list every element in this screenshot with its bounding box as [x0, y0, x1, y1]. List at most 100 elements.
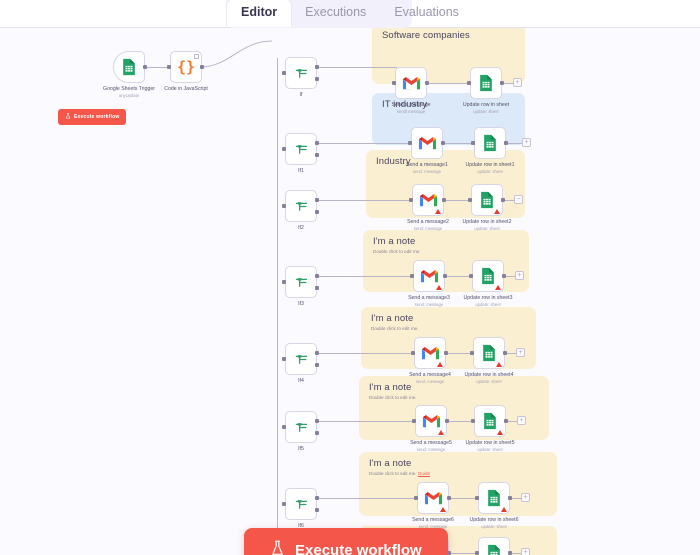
port-if-4-false[interactable]	[315, 363, 319, 367]
node-update-row-5[interactable]	[474, 405, 506, 437]
group-note-5[interactable]: I'm a note Double click to edit me.	[359, 376, 549, 440]
port-trigger-out[interactable]	[143, 65, 147, 69]
port-if-3-in[interactable]	[282, 280, 286, 284]
port-if-1-true[interactable]	[315, 141, 319, 145]
guide-link[interactable]: Guide	[417, 471, 431, 476]
add-node-button-7[interactable]: +	[521, 548, 530, 555]
add-node-button-6[interactable]: +	[521, 493, 530, 502]
node-send-a-message-5[interactable]	[415, 405, 447, 437]
node-if-1[interactable]	[285, 133, 317, 165]
execute-workflow-button-small[interactable]: Execute workflow	[58, 109, 127, 125]
port-msg-3-in[interactable]	[410, 274, 414, 278]
workflow-canvas[interactable]: Software companies IT industry Industry …	[0, 28, 700, 555]
wire-row5-mid	[449, 421, 474, 422]
tab-evaluations[interactable]: Evaluations	[394, 5, 459, 19]
port-msg-3-out[interactable]	[443, 274, 447, 278]
execute-workflow-button[interactable]: Execute workflow	[244, 528, 448, 555]
node-update-row-4[interactable]	[473, 337, 505, 369]
add-node-button-1[interactable]: +	[522, 138, 531, 147]
port-if-0-false[interactable]	[315, 77, 319, 81]
port-upd-0-out[interactable]	[500, 81, 504, 85]
port-if-0-true[interactable]	[315, 65, 319, 69]
add-node-button-4[interactable]: +	[516, 348, 525, 357]
port-msg-7-out[interactable]	[447, 551, 451, 555]
port-msg-1-out[interactable]	[441, 141, 445, 145]
port-if-5-false[interactable]	[315, 431, 319, 435]
port-if-4-in[interactable]	[282, 357, 286, 361]
port-if-0-in[interactable]	[282, 71, 286, 75]
port-upd-0-in[interactable]	[467, 81, 471, 85]
port-upd-4-out[interactable]	[503, 351, 507, 355]
add-node-button-5[interactable]: +	[517, 416, 526, 425]
node-send-a-message-2[interactable]	[412, 184, 444, 216]
group-note-4[interactable]: I'm a note Double click to edit me.	[361, 307, 536, 369]
node-update-row-2[interactable]	[471, 184, 503, 216]
node-if-2[interactable]	[285, 190, 317, 222]
port-if-6-true[interactable]	[315, 496, 319, 500]
port-if-1-false[interactable]	[315, 153, 319, 157]
node-update-row-6[interactable]	[478, 482, 510, 514]
add-node-button-2[interactable]: −	[514, 195, 523, 204]
tab-editor[interactable]: Editor	[227, 0, 292, 27]
port-msg-0-out[interactable]	[425, 81, 429, 85]
node-code-in-javascript[interactable]: {}	[170, 51, 202, 83]
add-node-button-3[interactable]: +	[515, 271, 524, 280]
port-upd-1-out[interactable]	[504, 141, 508, 145]
add-node-button-0[interactable]: +	[513, 78, 522, 87]
node-if-4[interactable]	[285, 343, 317, 375]
port-upd-1-in[interactable]	[471, 141, 475, 145]
node-update-row-0[interactable]	[470, 67, 502, 99]
node-update-row-7[interactable]	[478, 537, 510, 555]
port-if-3-false[interactable]	[315, 286, 319, 290]
port-if-4-true[interactable]	[315, 351, 319, 355]
port-msg-4-in[interactable]	[411, 351, 415, 355]
node-send-a-message-0[interactable]	[395, 67, 427, 99]
node-if-5[interactable]	[285, 411, 317, 443]
port-upd-6-out[interactable]	[508, 496, 512, 500]
group-note-6[interactable]: I'm a note Double click to edit me. Guid…	[359, 452, 557, 516]
port-if-1-in[interactable]	[282, 147, 286, 151]
port-if-3-true[interactable]	[315, 274, 319, 278]
node-send-a-message-6[interactable]	[417, 482, 449, 514]
port-upd-5-out[interactable]	[504, 419, 508, 423]
node-send-a-message-4[interactable]	[414, 337, 446, 369]
port-upd-2-in[interactable]	[468, 198, 472, 202]
port-if-6-false[interactable]	[315, 508, 319, 512]
tab-executions[interactable]: Executions	[305, 5, 367, 19]
port-if-5-in[interactable]	[282, 425, 286, 429]
port-if-2-in[interactable]	[282, 204, 286, 208]
port-upd-2-out[interactable]	[501, 198, 505, 202]
port-upd-5-in[interactable]	[471, 419, 475, 423]
port-msg-5-in[interactable]	[412, 419, 416, 423]
group-note-3[interactable]: I'm a note Double click to edit me.	[363, 230, 529, 292]
node-update-row-3[interactable]	[472, 260, 504, 292]
port-upd-4-in[interactable]	[470, 351, 474, 355]
port-upd-6-in[interactable]	[475, 496, 479, 500]
port-if-6-in[interactable]	[282, 502, 286, 506]
port-if-2-true[interactable]	[315, 198, 319, 202]
port-msg-0-in[interactable]	[392, 81, 396, 85]
port-msg-1-in[interactable]	[408, 141, 412, 145]
port-if-5-true[interactable]	[315, 419, 319, 423]
warning-icon	[437, 362, 443, 367]
port-msg-6-out[interactable]	[447, 496, 451, 500]
port-upd-3-out[interactable]	[502, 274, 506, 278]
port-msg-4-out[interactable]	[444, 351, 448, 355]
port-msg-5-out[interactable]	[445, 419, 449, 423]
port-code-out[interactable]	[200, 65, 204, 69]
port-upd-3-in[interactable]	[469, 274, 473, 278]
port-code-in[interactable]	[167, 65, 171, 69]
node-google-sheets-trigger[interactable]	[113, 51, 145, 83]
port-upd-7-out[interactable]	[508, 551, 512, 555]
node-if-3[interactable]	[285, 266, 317, 298]
port-upd-7-in[interactable]	[475, 551, 479, 555]
node-send-a-message-1[interactable]	[411, 127, 443, 159]
node-if-6[interactable]	[285, 488, 317, 520]
port-msg-2-in[interactable]	[409, 198, 413, 202]
node-update-row-1[interactable]	[474, 127, 506, 159]
port-if-2-false[interactable]	[315, 210, 319, 214]
node-if-0[interactable]	[285, 57, 317, 89]
port-msg-6-in[interactable]	[414, 496, 418, 500]
port-msg-2-out[interactable]	[442, 198, 446, 202]
node-send-a-message-3[interactable]	[413, 260, 445, 292]
